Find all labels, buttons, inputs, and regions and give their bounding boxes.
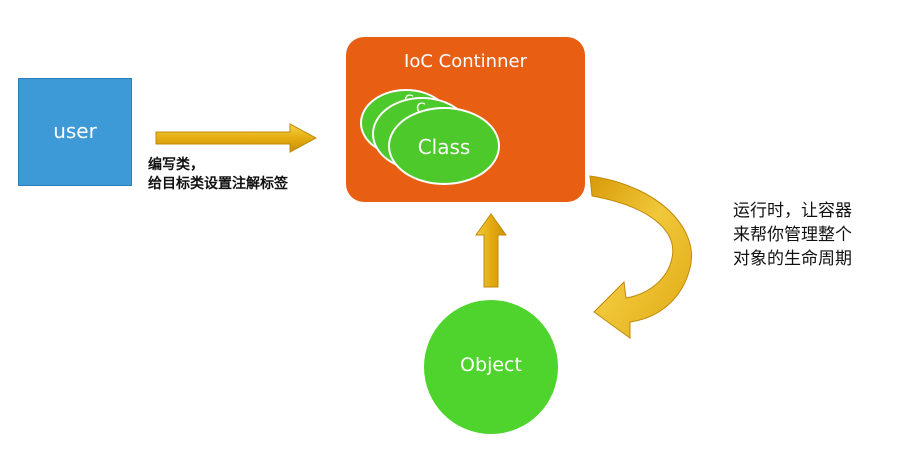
container-title: IoC Continner bbox=[404, 51, 527, 72]
user-box: user bbox=[18, 78, 132, 186]
class-ellipse-front: Class bbox=[388, 107, 500, 185]
container-to-object-curved-arrow bbox=[589, 175, 692, 339]
class-stub-label-middle: C bbox=[416, 101, 426, 117]
class-label: Class bbox=[417, 135, 471, 159]
object-to-container-arrow bbox=[475, 213, 507, 288]
object-circle: Object bbox=[424, 300, 558, 434]
left-caption: 编写类， 给目标类设置注解标签 bbox=[148, 156, 288, 194]
left-caption-line-1: 编写类， bbox=[148, 157, 204, 173]
user-to-container-arrow bbox=[155, 123, 318, 153]
left-caption-line-2: 给目标类设置注解标签 bbox=[148, 176, 288, 192]
ioc-container-box: IoC Continner C C Class bbox=[346, 37, 585, 202]
right-caption: 运行时，让容器来帮你管理整个对象的生命周期 bbox=[733, 201, 852, 269]
user-label: user bbox=[53, 119, 97, 143]
object-label: Object bbox=[460, 354, 522, 376]
